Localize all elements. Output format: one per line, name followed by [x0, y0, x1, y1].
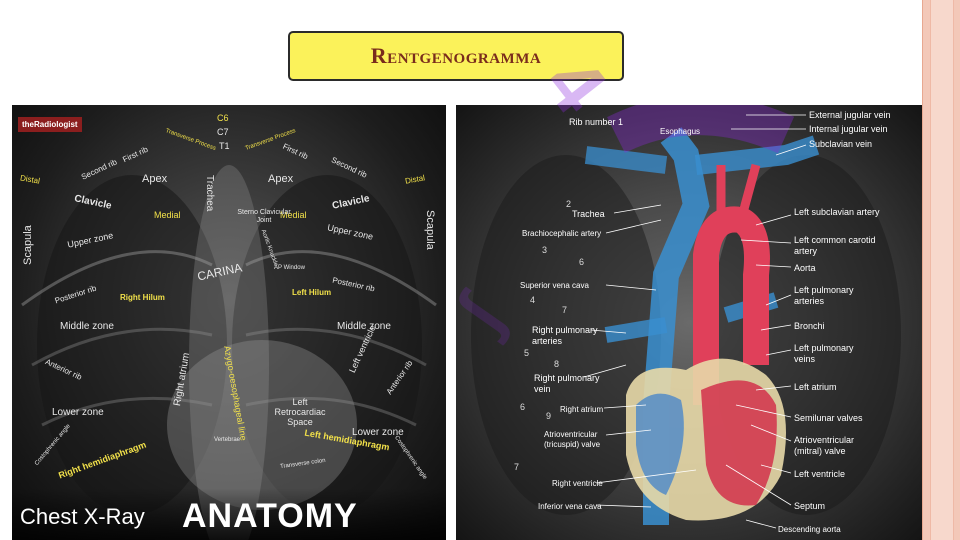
rib-number: 7 [514, 462, 520, 472]
label-sterno-clavicular-joint: Sterno Clavicular Joint [237, 209, 291, 224]
label-descending-aorta: Descending aorta [778, 525, 841, 534]
vessel-illustration [471, 105, 901, 525]
decorative-right-band-inner [930, 0, 954, 540]
label-tricuspid-valve: Atrioventricular (tricuspid) valve [544, 430, 601, 449]
caption-anatomy: ANATOMY [182, 497, 358, 535]
label-lower-zone-right: Lower zone [352, 427, 404, 438]
label-left-atrium: Left atrium [794, 382, 837, 392]
label-left-subclavian-artery: Left subclavian artery [794, 207, 880, 217]
label-septum: Septum [794, 501, 826, 511]
label-subclavian-vein: Subclavian vein [809, 139, 873, 149]
label-superior-vena-cava: Superior vena cava [520, 281, 589, 290]
label-apex-right: Apex [268, 173, 294, 185]
label-vertebrae: Vertebrae [214, 437, 241, 443]
rib-number: 7 [562, 305, 568, 315]
chest-xray-anatomy-image: theRadiologist C6 C7 T1 Trachea Transver… [12, 105, 446, 540]
rib-number: 9 [546, 411, 552, 421]
label-scapula-left: Scapula [22, 225, 34, 265]
rib-number: 5 [524, 348, 530, 358]
label-middle-zone-left: Middle zone [60, 321, 114, 332]
brand-logo: theRadiologist [18, 117, 82, 132]
label-left-hilum: Left Hilum [292, 288, 332, 297]
label-medial-right: Medial [280, 210, 307, 220]
caption-shade [12, 488, 446, 540]
label-medial-left: Medial [154, 210, 181, 220]
label-lower-zone-left: Lower zone [52, 407, 104, 418]
label-inferior-vena-cava: Inferior vena cava [538, 502, 602, 511]
leader-lines [583, 114, 807, 529]
label-left-retrocardiac-space: Left Retrocardiac Space [274, 397, 326, 427]
rib-number: 2 [566, 199, 572, 209]
label-right-pulmonary-arteries: Right pulmonary arteries [532, 325, 598, 346]
label-internal-jugular-vein: Internal jugular vein [809, 124, 888, 134]
label-ap-window: AP Window [274, 265, 305, 271]
caption-chest-xray: Chest X-Ray [20, 504, 145, 529]
label-external-jugular-vein: External jugular vein [809, 110, 891, 120]
rib-number: 8 [554, 359, 560, 369]
label-right-atrium: Right atrium [560, 405, 604, 414]
label-bronchi: Bronchi [794, 321, 825, 331]
label-c6: C6 [217, 113, 229, 123]
label-semilunar-valves: Semilunar valves [794, 413, 863, 423]
label-middle-zone-right: Middle zone [337, 321, 391, 332]
label-right-ventricle: Right ventricle [552, 479, 603, 488]
label-rib-number-1: Rib number 1 [569, 117, 624, 127]
label-c7: C7 [217, 127, 229, 137]
rib-number: 3 [542, 245, 548, 255]
slide-title-box: Rentgenogramma [288, 31, 624, 81]
label-t1: T1 [219, 141, 230, 151]
rib-number: 4 [530, 295, 536, 305]
label-left-ventricle: Left ventricle [794, 469, 846, 479]
label-mitral-valve: Atrioventricular (mitral) valve [794, 435, 855, 456]
label-left-pulmonary-arteries: Left pulmonary arteries [794, 285, 854, 306]
label-aorta: Aorta [794, 263, 816, 273]
label-apex-left: Apex [142, 173, 168, 185]
aorta-shape [693, 206, 770, 405]
label-right-pulmonary-vein: Right pulmonary vein [534, 373, 600, 394]
rib-number: 6 [520, 402, 526, 412]
label-left-pulmonary-veins: Left pulmonary veins [794, 343, 854, 364]
label-trachea: Trachea [204, 175, 215, 212]
label-scapula-right: Scapula [424, 210, 436, 250]
xray-lung-shapes [21, 165, 437, 540]
rib-number: 6 [579, 257, 585, 267]
chest-xray-vessel-diagram: Rib number 1 Trachea Brachiocephalic art… [456, 105, 922, 540]
label-trachea: Trachea [572, 209, 605, 219]
label-left-common-carotid-artery: Left common carotid artery [794, 235, 876, 256]
label-brachiocephalic-artery: Brachiocephalic artery [522, 229, 602, 238]
label-right-hilum: Right Hilum [120, 293, 165, 302]
label-esophagus: Esophagus [660, 127, 701, 136]
slide-title: Rentgenogramma [370, 43, 542, 68]
